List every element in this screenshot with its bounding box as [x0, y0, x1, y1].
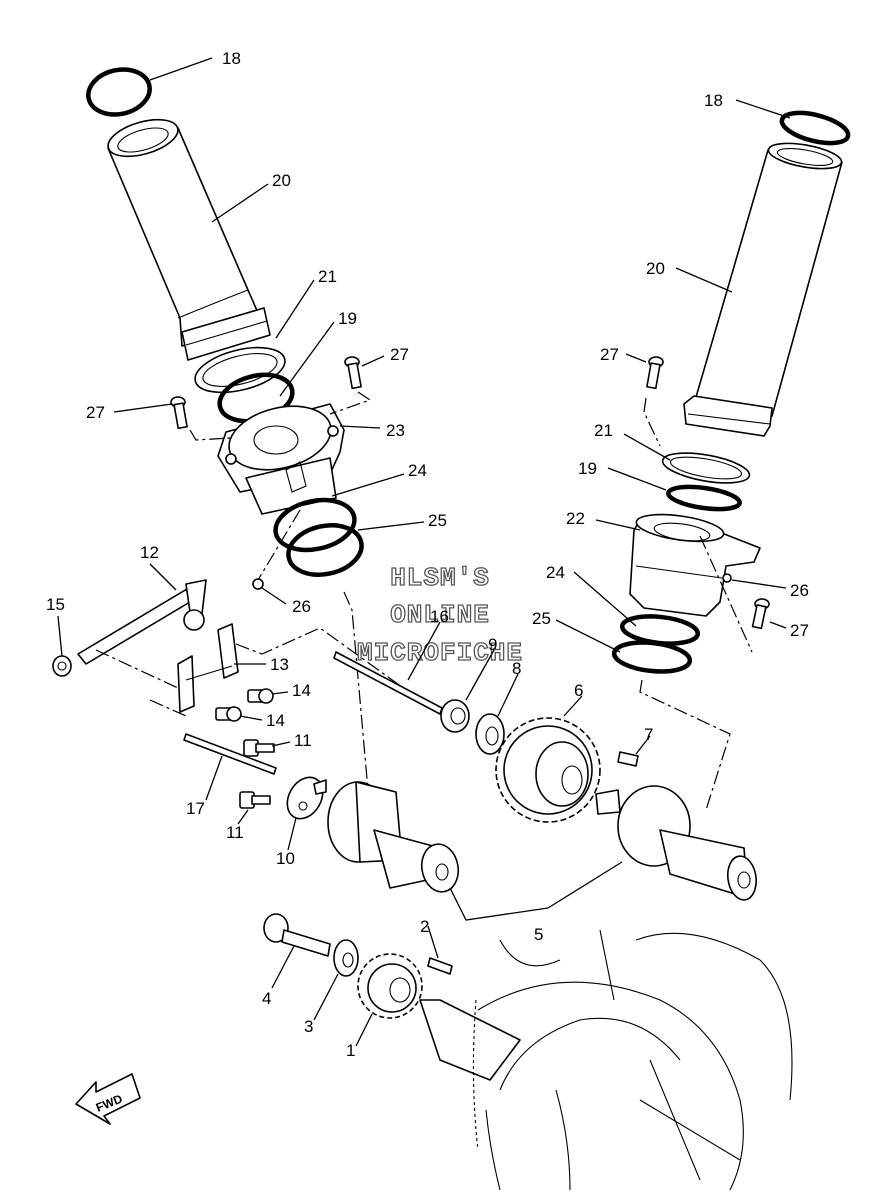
pin-16 [333, 651, 443, 715]
watermark-line-2: ONLINE [390, 600, 490, 630]
callout-4: 4 [262, 989, 271, 1008]
callout-3: 3 [304, 1017, 313, 1036]
callout-13: 13 [270, 655, 289, 674]
callout-19-left: 19 [338, 309, 357, 328]
callout-26-left: 26 [292, 597, 311, 616]
o-ring-24-left [273, 497, 357, 553]
callout-7: 7 [644, 725, 653, 744]
o-ring-19-right [666, 484, 742, 512]
callout-24-right: 24 [546, 563, 565, 582]
ring-21-left [194, 346, 286, 394]
o-ring-25-right [611, 640, 693, 674]
pin-26-left [252, 578, 264, 590]
callout-8: 8 [512, 659, 521, 678]
callout-labels: 18 20 21 19 27 27 23 24 25 26 12 15 16 1… [46, 49, 809, 1060]
callout-15: 15 [46, 595, 65, 614]
bolt-14-a [247, 688, 274, 704]
bolt-14-b [215, 706, 242, 722]
bolt-4 [263, 913, 331, 957]
callout-12: 12 [140, 543, 159, 562]
callout-6: 6 [574, 681, 583, 700]
bolt-27-right-b [751, 598, 770, 630]
key-2 [427, 957, 453, 975]
ring-21-right [661, 452, 751, 484]
callout-11-b: 11 [226, 823, 244, 842]
watermark-line-3: MICROFICHE [357, 638, 523, 668]
washer-8 [475, 713, 505, 755]
callout-20-right: 20 [646, 259, 665, 278]
callout-27-left-a: 27 [390, 345, 409, 364]
nut-9 [440, 699, 470, 733]
bolt-11-b [239, 791, 271, 809]
gear-1 [357, 953, 423, 1019]
washer-15 [52, 655, 72, 677]
camshaft-5-left [327, 781, 460, 893]
callout-25-left: 25 [428, 511, 447, 530]
callout-21-right: 21 [594, 421, 613, 440]
callout-27-right-b: 27 [790, 621, 809, 640]
bolt-27-left-b [344, 356, 362, 390]
fwd-arrow-icon: FWD [75, 1073, 141, 1125]
callout-23: 23 [386, 421, 405, 440]
callout-9: 9 [488, 635, 497, 654]
tube-20-left [107, 118, 271, 361]
tube-20-right [683, 142, 843, 437]
shaft-12 [77, 579, 207, 665]
assembly-line-right [639, 397, 753, 811]
key-7 [617, 751, 639, 767]
washer-3 [333, 939, 359, 977]
callout-18-right: 18 [704, 91, 723, 110]
o-ring-25-left [286, 523, 364, 577]
callout-leaders [57, 57, 791, 1047]
washer-15-hole [57, 661, 67, 671]
callout-27-left-b: 27 [86, 403, 105, 422]
callout-5: 5 [534, 925, 543, 944]
callout-25-right: 25 [532, 609, 551, 628]
assembly-line-left [189, 391, 372, 791]
o-ring-18-right [779, 110, 851, 146]
sprocket-6 [495, 717, 601, 823]
bolt-11-a [243, 739, 275, 757]
crankshaft-background [419, 929, 793, 1191]
callout-16: 16 [430, 607, 449, 626]
camshaft-5-right [595, 785, 757, 901]
bolt-27-left-a [170, 396, 188, 430]
callout-18-left: 18 [222, 49, 241, 68]
callout-24-left: 24 [408, 461, 427, 480]
callout-26-right: 26 [790, 581, 809, 600]
damper-housing-23 [217, 403, 345, 515]
callout-27-right-a: 27 [600, 345, 619, 364]
watermark-line-1: HLSM'S [390, 563, 490, 593]
callout-2: 2 [420, 917, 429, 936]
linkage-line [95, 627, 421, 717]
damper-housing-22 [629, 513, 761, 617]
pin-17 [183, 733, 277, 775]
callout-21-left: 21 [318, 267, 337, 286]
callout-14-b: 14 [266, 711, 285, 730]
callout-22: 22 [566, 509, 585, 528]
callout-17: 17 [186, 799, 205, 818]
camshaft-5-bracket [449, 861, 623, 921]
bolt-27-right-a [646, 356, 664, 390]
callout-1: 1 [346, 1041, 355, 1060]
callout-20-left: 20 [272, 171, 291, 190]
callout-11-a: 11 [294, 731, 312, 750]
ring-21-right-inner [669, 456, 743, 480]
lever-13 [177, 623, 239, 713]
watermark: HLSM'S ONLINE MICROFICHE [356, 562, 523, 668]
plate-10 [286, 776, 327, 820]
ring-21-left-inner [202, 353, 278, 387]
callout-10: 10 [276, 849, 295, 868]
callout-19-right: 19 [578, 459, 597, 478]
o-ring-18-left [86, 67, 152, 117]
callout-14-a: 14 [292, 681, 311, 700]
